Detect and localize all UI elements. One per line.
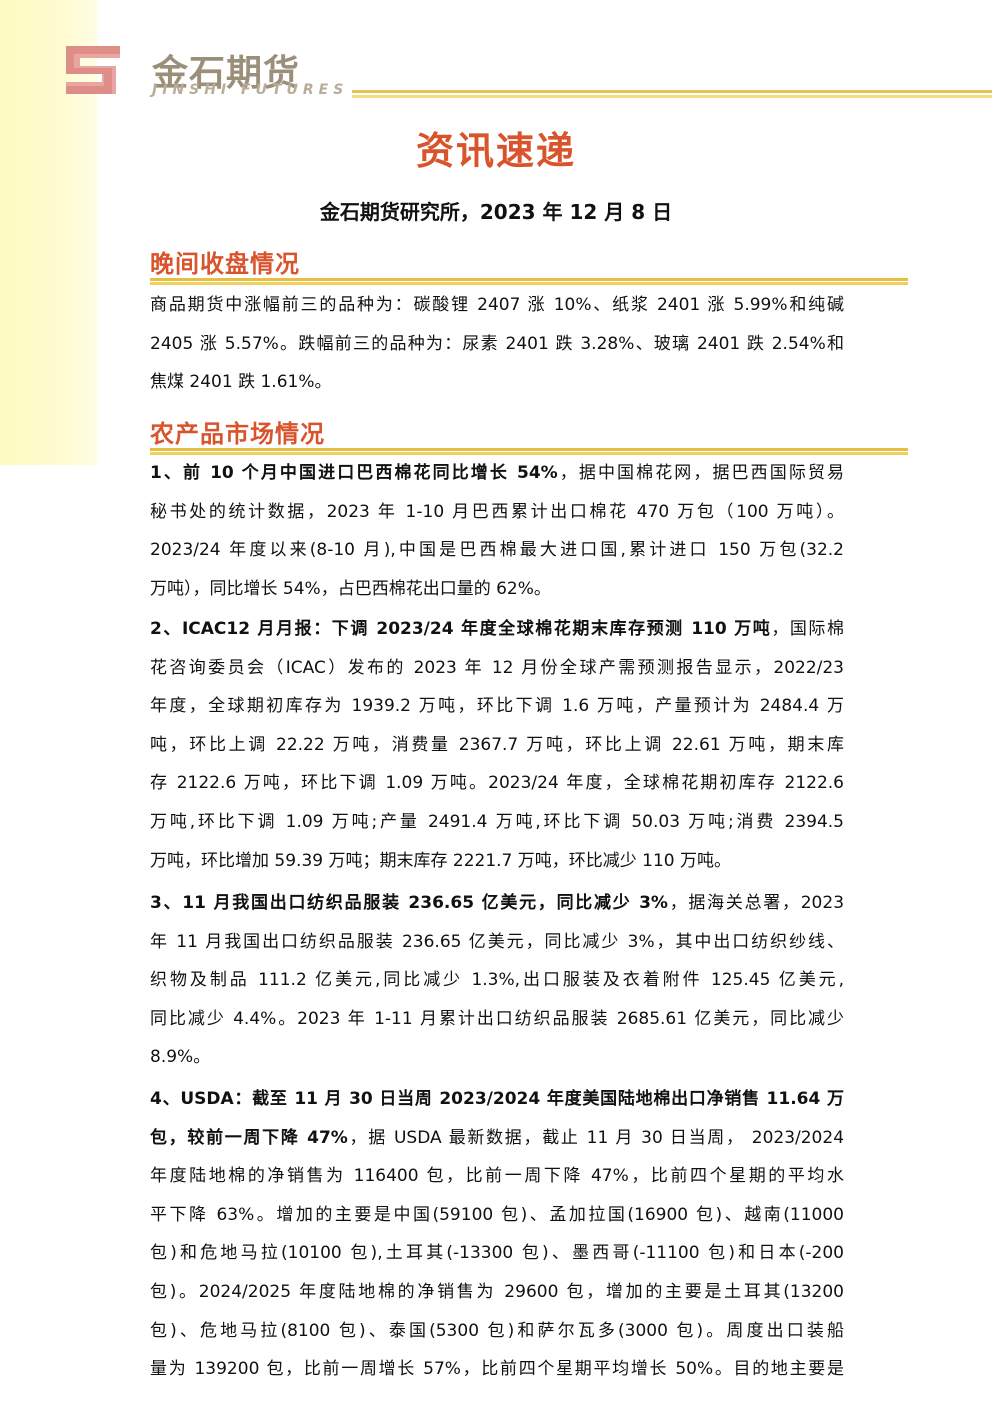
text-line: 量为 139200 包，比前一周增长 57%，比前四个星期平均增长 50%。目的… [150,1359,844,1380]
news-item-lead: 3、11 月我国出口纺织品服装 236.65 亿美元，同比减少 3% [150,893,668,913]
news-item-1: 1、前 10 个月中国进口巴西棉花同比增长 54%，据中国棉花网，据巴西国际贸易… [150,454,844,608]
text-line: 平下降 63%。增加的主要是中国(59100 包)、孟加拉国(16900 包)、… [150,1204,844,1225]
text-line: 2405 涨 5.57%。跌幅前三的品种为：尿素 2401 跌 3.28%、玻璃… [150,333,844,354]
text-line: 商品期货中涨幅前三的品种为：碳酸锂 2407 涨 10%、纸浆 2401 涨 5… [150,295,844,315]
text-line: ，据 USDA 最新数据，截止 11 月 30 日当周， 2023/2024 [347,1127,845,1148]
news-item-lead: 4、USDA：截至 11 月 30 日当周 2023/2024 年度美国陆地棉出… [150,1089,844,1109]
document-title: 资讯速递 [415,129,576,173]
text-line: 包)、危地马拉(8100 包)、泰国(5300 包)和萨尔瓦多(3000 包)。… [150,1320,844,1341]
section-heading-agri: 农产品市场情况 [150,420,325,448]
text-line: ，据海关总署，2023 [667,893,845,913]
news-item-lead: 1、前 10 个月中国进口巴西棉花同比增长 54% [150,463,558,483]
text-line: 织物及制品 111.2 亿美元,同比减少 1.3%,出口服装及衣着附件 125.… [150,970,844,991]
text-line: 同比减少 4.4%。2023 年 1-11 月累计出口纺织品服装 2685.61… [150,1008,844,1029]
text-line: 花咨询委员会（ICAC）发布的 2023 年 12 月份全球产需预测报告显示，2… [150,657,844,678]
news-item-4: 4、USDA：截至 11 月 30 日当周 2023/2024 年度美国陆地棉出… [150,1080,844,1389]
text-line: 年 11 月我国出口纺织品服装 236.65 亿美元，同比减少 3%，其中出口纺… [150,931,844,952]
logo-english-name: JINSHI FUTURES [152,82,349,98]
text-line: 包)和危地马拉(10100 包),土耳其(-13300 包)、墨西哥(-1110… [150,1243,844,1264]
text-line: 吨，环比上调 22.22 万吨，消费量 2367.7 万吨，环比上调 22.61… [150,734,844,755]
document-subtitle: 金石期货研究所，2023 年 12 月 8 日 [319,200,673,224]
text-line: 2023/24 年度以来(8-10 月),中国是巴西棉最大进口国,累计进口 15… [150,540,844,561]
text-line: 存 2122.6 万吨，环比下调 1.09 万吨。2023/24 年度，全球棉花… [150,773,844,794]
text-line: 年度，全球期初库存为 1939.2 万吨，环比下调 1.6 万吨，产量预计为 2… [150,696,844,717]
section-rule [150,448,908,455]
news-item-lead: 2、ICAC12 月月报：下调 2023/24 年度全球棉花期末库存预测 110… [150,619,772,639]
news-item-2: 2、ICAC12 月月报：下调 2023/24 年度全球棉花期末库存预测 110… [150,610,844,880]
header-rule [352,90,992,98]
text-line: ，据中国棉花网，据巴西国际贸易 [557,463,844,483]
section-heading-closing: 晚间收盘情况 [150,250,300,278]
text-line: 秘书处的统计数据，2023 年 1-10 月巴西累计出口棉花 470 万包（10… [150,501,844,522]
news-item-3: 3、11 月我国出口纺织品服装 236.65 亿美元，同比减少 3%，据海关总署… [150,884,844,1077]
text-line: 包)。2024/2025 年度陆地棉的净销售为 29600 包，增加的主要是土耳… [150,1281,844,1302]
text-line: 万吨），同比增长 54%，占巴西棉花出口量的 62%。 [150,578,551,599]
text-line: ，国际棉 [771,619,844,639]
text-line: 年度陆地棉的净销售为 116400 包，比前一周下降 47%，比前四个星期的平均… [150,1166,844,1187]
decorative-sidebar [0,0,98,465]
closing-paragraph: 商品期货中涨幅前三的品种为：碳酸锂 2407 涨 10%、纸浆 2401 涨 5… [150,286,844,402]
jinshi-logo-icon [66,46,120,94]
text-line: 万吨，环比增加 59.39 万吨；期末库存 2221.7 万吨，环比减少 110… [150,850,732,871]
section-rule [150,278,908,285]
news-item-lead-cont: 包，较前一周下降 47% [150,1127,348,1148]
text-line: 焦煤 2401 跌 1.61%。 [150,372,332,393]
logo-chinese-name: 金石期货 [152,53,301,94]
text-line: 8.9%。 [150,1047,211,1068]
text-line: 万吨,环比下调 1.09 万吨;产量 2491.4 万吨,环比下调 50.03 … [150,811,844,832]
